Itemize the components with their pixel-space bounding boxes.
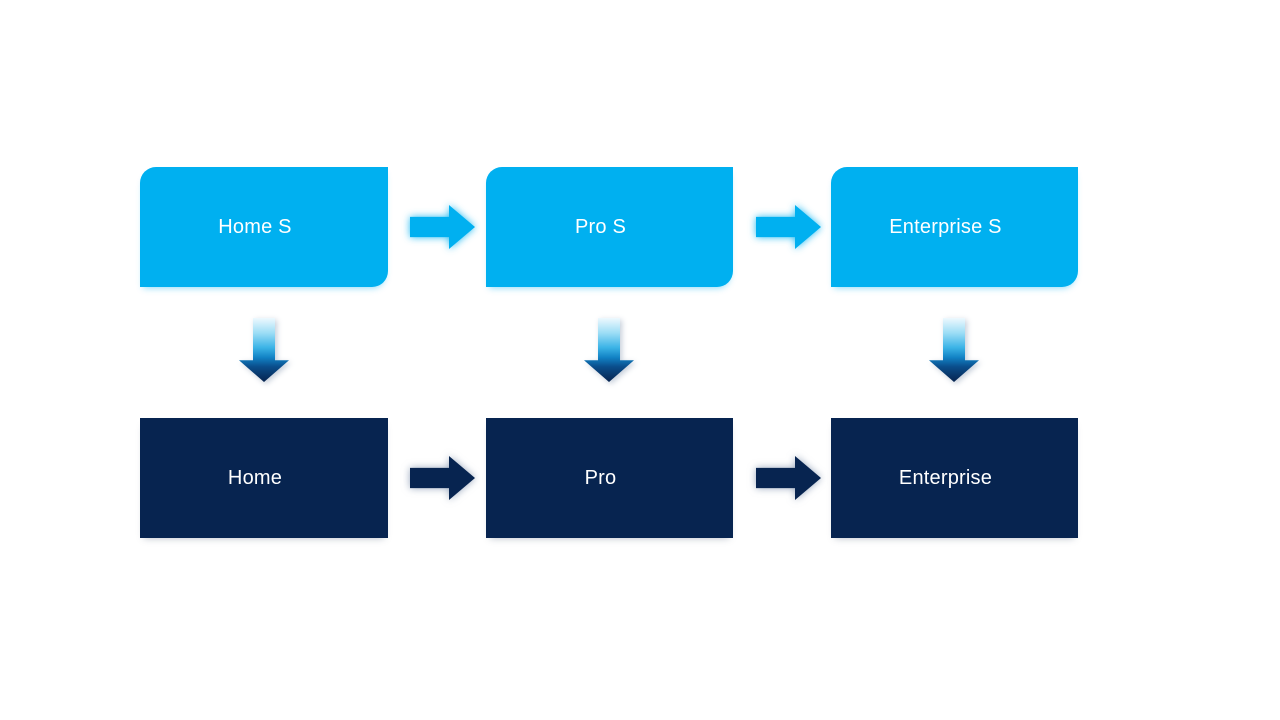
right-arrow-icon-bottom-1 (410, 456, 475, 500)
down-arrow-shape (584, 318, 634, 382)
right-arrow-shape (410, 456, 475, 500)
box-enterprise-s: Enterprise S (831, 167, 1078, 287)
right-arrow-shape (756, 456, 821, 500)
box-pro-s: Pro S (486, 167, 733, 287)
right-arrow-shape (756, 205, 821, 249)
right-arrow-icon-top-2 (756, 205, 821, 249)
box-enterprise-s-label: Enterprise S (889, 215, 1002, 238)
down-arrow-shape (929, 318, 979, 382)
box-home-label: Home (227, 466, 283, 489)
down-arrow-shape (239, 318, 289, 382)
right-arrow-icon-bottom-2 (756, 456, 821, 500)
down-arrow-icon-3 (929, 318, 979, 382)
right-arrow-icon-top-1 (410, 205, 475, 249)
box-enterprise-label: Enterprise (898, 466, 993, 489)
box-home: Home (140, 418, 388, 538)
box-pro-label: Pro (584, 466, 617, 489)
right-arrow-shape (410, 205, 475, 249)
down-arrow-icon-2 (584, 318, 634, 382)
box-home-s: Home S (140, 167, 388, 287)
down-arrow-icon-1 (239, 318, 289, 382)
box-enterprise: Enterprise (831, 418, 1078, 538)
box-pro: Pro (486, 418, 733, 538)
box-home-s-label: Home S (218, 215, 292, 238)
box-pro-s-label: Pro S (574, 215, 627, 238)
